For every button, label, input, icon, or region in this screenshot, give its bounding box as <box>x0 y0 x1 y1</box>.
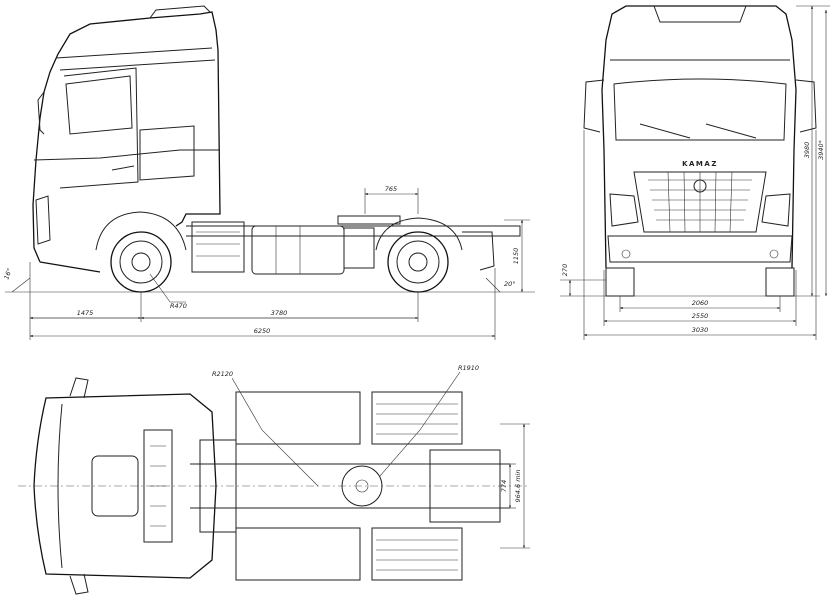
right-headlamp <box>761 193 791 227</box>
windshield <box>613 78 787 141</box>
side-view: 765 1150 16° 20° R470 1475 3780 6250 <box>2 5 535 340</box>
dim-6250: 6250 <box>254 327 271 335</box>
left-mirror <box>583 79 605 133</box>
fifth-wheel-top <box>341 465 383 507</box>
roof-line <box>55 47 213 59</box>
cab-belt-line <box>33 149 220 161</box>
tread-right <box>376 539 458 571</box>
windshield-top <box>57 403 63 569</box>
battery-box <box>191 221 245 273</box>
kingpin <box>355 479 369 493</box>
fifth-wheel <box>337 215 401 225</box>
roof-line-2 <box>59 59 216 71</box>
front-rim <box>119 240 163 284</box>
fog-lamp-left <box>621 249 631 259</box>
brand-logo: KAMAZ <box>682 160 718 168</box>
dim-765: 765 <box>385 185 397 193</box>
dim-3980: 3980 <box>803 142 811 159</box>
spoiler-ribs <box>150 445 166 527</box>
r1910-leader <box>379 371 461 477</box>
battery-box-top <box>235 527 361 581</box>
tread-left <box>376 403 458 435</box>
front-angle: 16° <box>2 267 13 281</box>
roof-spoiler <box>653 5 747 23</box>
front-right-wheel <box>765 267 795 297</box>
dim-3030: 3030 <box>692 326 709 334</box>
front-angle-line <box>11 277 31 293</box>
dim-3780: 3780 <box>271 309 288 317</box>
side-window <box>65 75 133 135</box>
door-outline <box>59 67 139 189</box>
roof-spoiler-top <box>143 429 173 543</box>
front-hub <box>131 252 151 272</box>
spoiler <box>149 5 211 19</box>
front-left-wheel <box>605 267 635 297</box>
frame-rails <box>190 463 510 509</box>
rear-wheel-left-top <box>371 391 463 445</box>
fuel-tank-top <box>235 391 361 445</box>
fuel-tank-straps <box>275 226 301 274</box>
rear-angle: 20° <box>504 280 516 288</box>
front-wheel-arch <box>95 211 187 251</box>
dim-3940: 3940* <box>817 139 825 160</box>
battery-box-lines <box>196 231 240 257</box>
sleeper-window <box>139 125 195 181</box>
left-headlamp <box>609 193 639 227</box>
dim-1475: 1475 <box>77 309 94 317</box>
dim-1150: 1150 <box>512 248 520 265</box>
grille-bars <box>648 171 752 233</box>
dim-2550: 2550 <box>692 312 709 320</box>
front-bumper <box>607 235 793 263</box>
roof-hatch <box>91 455 139 517</box>
door-handle <box>111 165 135 171</box>
dim-r1910: R1910 <box>458 364 479 372</box>
dim-964: 964.6 min <box>514 470 522 503</box>
front-axle-zone <box>199 439 237 533</box>
headlamp-side <box>35 195 51 245</box>
front-cab-outline <box>601 5 797 269</box>
rear-angle-line <box>485 277 501 293</box>
rear-hub <box>408 252 428 272</box>
rear-mudguard <box>375 217 463 251</box>
fuel-tank <box>251 225 345 275</box>
air-tank-box <box>343 227 375 269</box>
rear-rim <box>396 240 440 284</box>
dim-774: 774 <box>500 480 508 492</box>
top-cab-outline <box>33 393 217 579</box>
r2120-leader <box>231 377 319 487</box>
dim-270: 270 <box>561 264 569 276</box>
dim-r2120: R2120 <box>212 370 233 378</box>
r470-leader <box>149 273 186 303</box>
rear-wheel-right-top <box>371 527 463 581</box>
front-view: KAMAZ 3980 3940* 270 2060 <box>560 5 830 340</box>
rear-crossmember <box>429 449 501 523</box>
mirror <box>37 91 45 135</box>
frame-rail <box>186 225 521 237</box>
grille <box>633 171 767 233</box>
top-view: R2120 R1910 774 964.6 min <box>18 364 530 595</box>
wipers <box>639 123 757 139</box>
dim-r470: R470 <box>170 302 187 310</box>
dim-2060: 2060 <box>692 299 709 307</box>
rear-bumper <box>462 231 495 271</box>
top-mirror-right <box>69 573 89 595</box>
emblem <box>693 179 707 193</box>
top-mirror-left <box>69 377 89 399</box>
right-mirror <box>795 79 817 133</box>
fog-lamp-right <box>769 249 779 259</box>
